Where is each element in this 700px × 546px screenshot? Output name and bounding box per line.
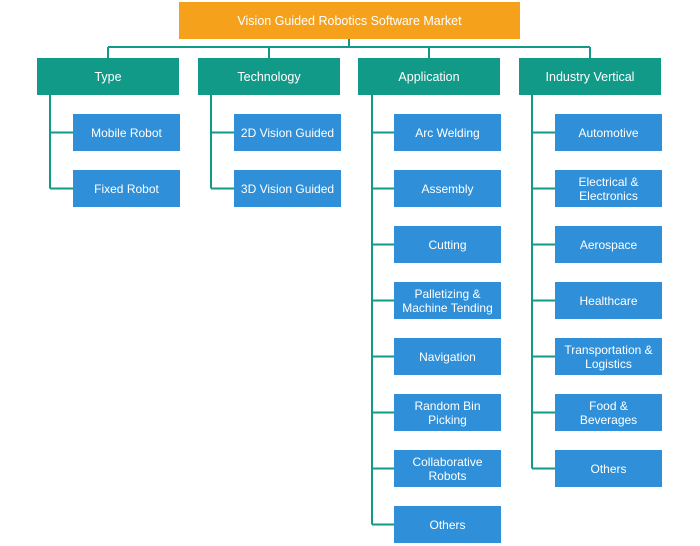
item-food-beverages: Food & Beverages <box>555 394 662 431</box>
item-automotive: Automotive <box>555 114 662 151</box>
item-mobile-robot: Mobile Robot <box>73 114 180 151</box>
item-fixed-robot: Fixed Robot <box>73 170 180 207</box>
category-technology: Technology <box>198 58 340 95</box>
item-arc-welding: Arc Welding <box>394 114 501 151</box>
item-palletizing-machine-tending: Palletizing & Machine Tending <box>394 282 501 319</box>
item-aerospace: Aerospace <box>555 226 662 263</box>
category-application: Application <box>358 58 500 95</box>
item-assembly: Assembly <box>394 170 501 207</box>
item-healthcare: Healthcare <box>555 282 662 319</box>
item-random-bin-picking: Random Bin Picking <box>394 394 501 431</box>
item-transportation-logistics: Transportation & Logistics <box>555 338 662 375</box>
item-3d-vision-guided: 3D Vision Guided <box>234 170 341 207</box>
item-industry-others: Others <box>555 450 662 487</box>
category-type: Type <box>37 58 179 95</box>
root-node: Vision Guided Robotics Software Market <box>179 2 520 39</box>
item-electrical-electronics: Electrical & Electronics <box>555 170 662 207</box>
item-cutting: Cutting <box>394 226 501 263</box>
item-collaborative-robots: Collaborative Robots <box>394 450 501 487</box>
category-industry-vertical: Industry Vertical <box>519 58 661 95</box>
item-2d-vision-guided: 2D Vision Guided <box>234 114 341 151</box>
item-application-others: Others <box>394 506 501 543</box>
item-navigation: Navigation <box>394 338 501 375</box>
